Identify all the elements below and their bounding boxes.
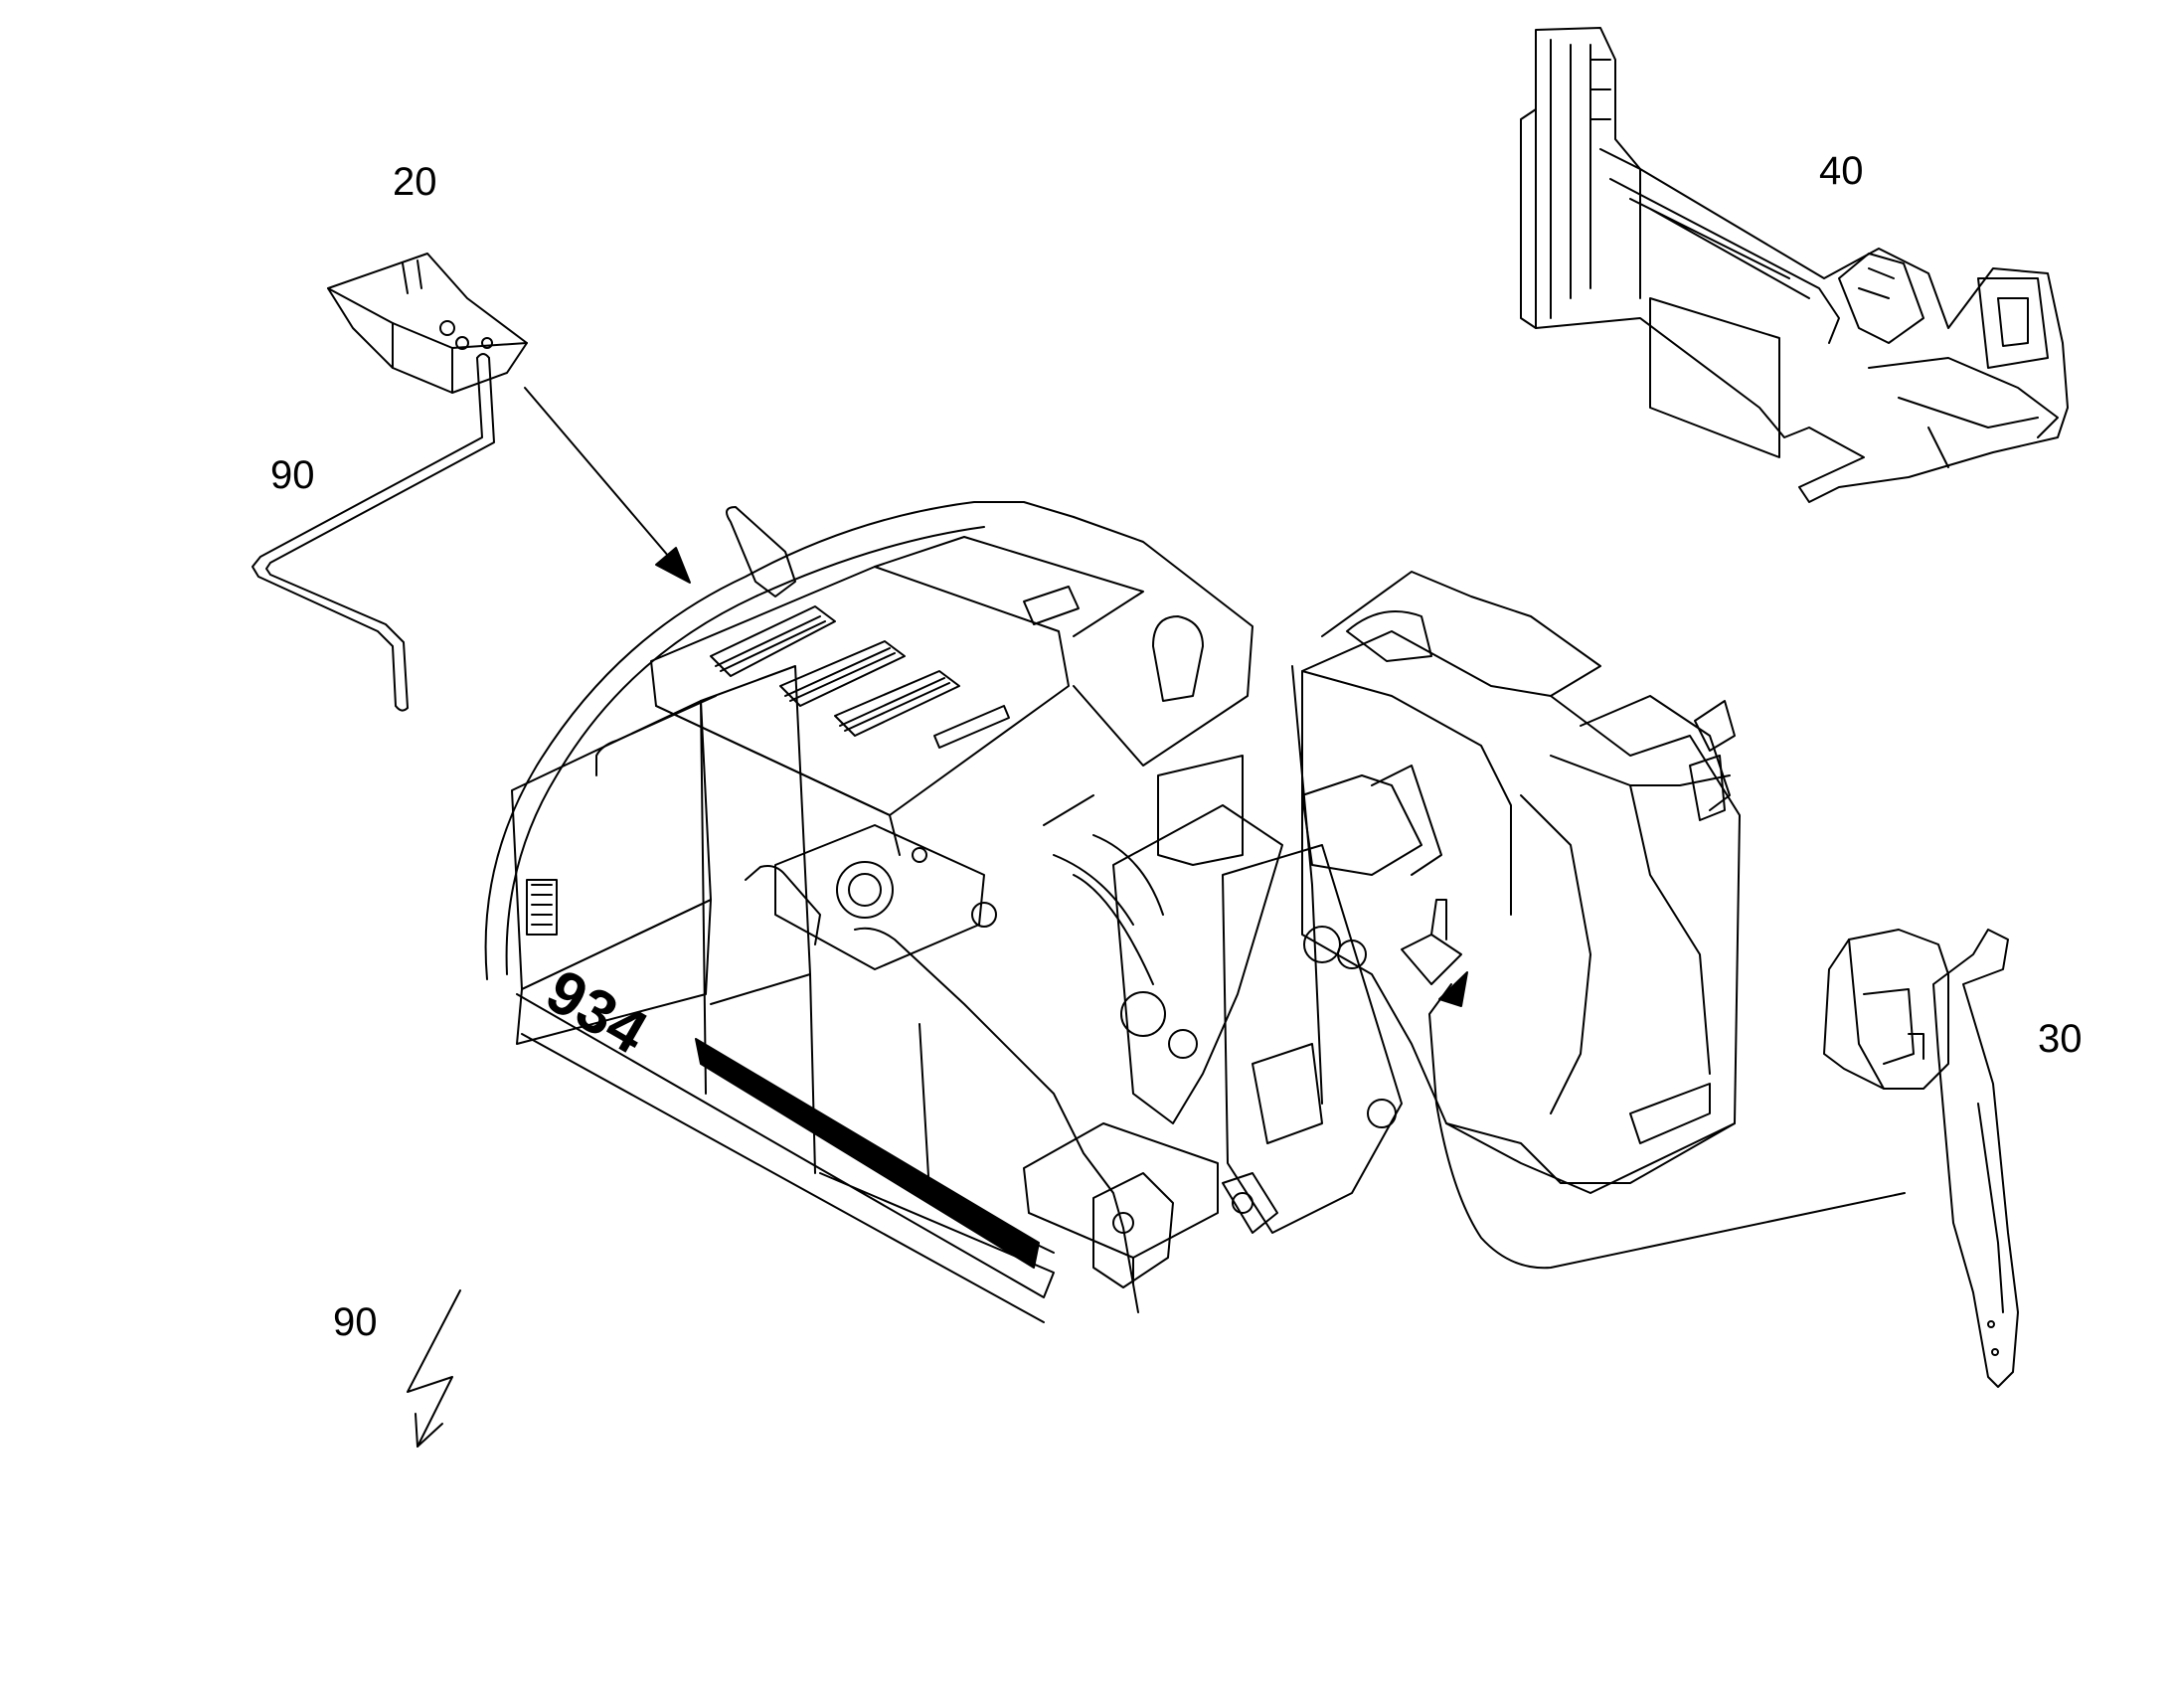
fuel-cap — [837, 862, 893, 918]
mirror-top — [1695, 701, 1735, 751]
reference-numeral-90-rod: 90 — [270, 453, 315, 497]
reference-numeral-40: 40 — [1819, 149, 1864, 193]
reference-numeral-90-wireless: 90 — [333, 1300, 378, 1344]
reference-numeral-20: 20 — [393, 160, 437, 204]
vent-grille-side — [527, 880, 557, 935]
air-filter-canister — [1153, 616, 1203, 701]
support-rod-90 — [252, 354, 494, 711]
component-40-console — [1521, 28, 2068, 502]
wireless-signal-symbol — [408, 1290, 460, 1447]
component-30-camera-bracket — [1824, 930, 2018, 1387]
reference-numeral-30: 30 — [2038, 1017, 2083, 1061]
leader-30-to-cab — [1429, 972, 1905, 1268]
arrow-20-to-machine — [525, 388, 690, 583]
hood-vent-grilles — [711, 606, 959, 736]
mirror-side — [1690, 756, 1725, 820]
component-20-camera-head — [328, 254, 527, 393]
excavator-upper-carriage — [486, 502, 1740, 1322]
